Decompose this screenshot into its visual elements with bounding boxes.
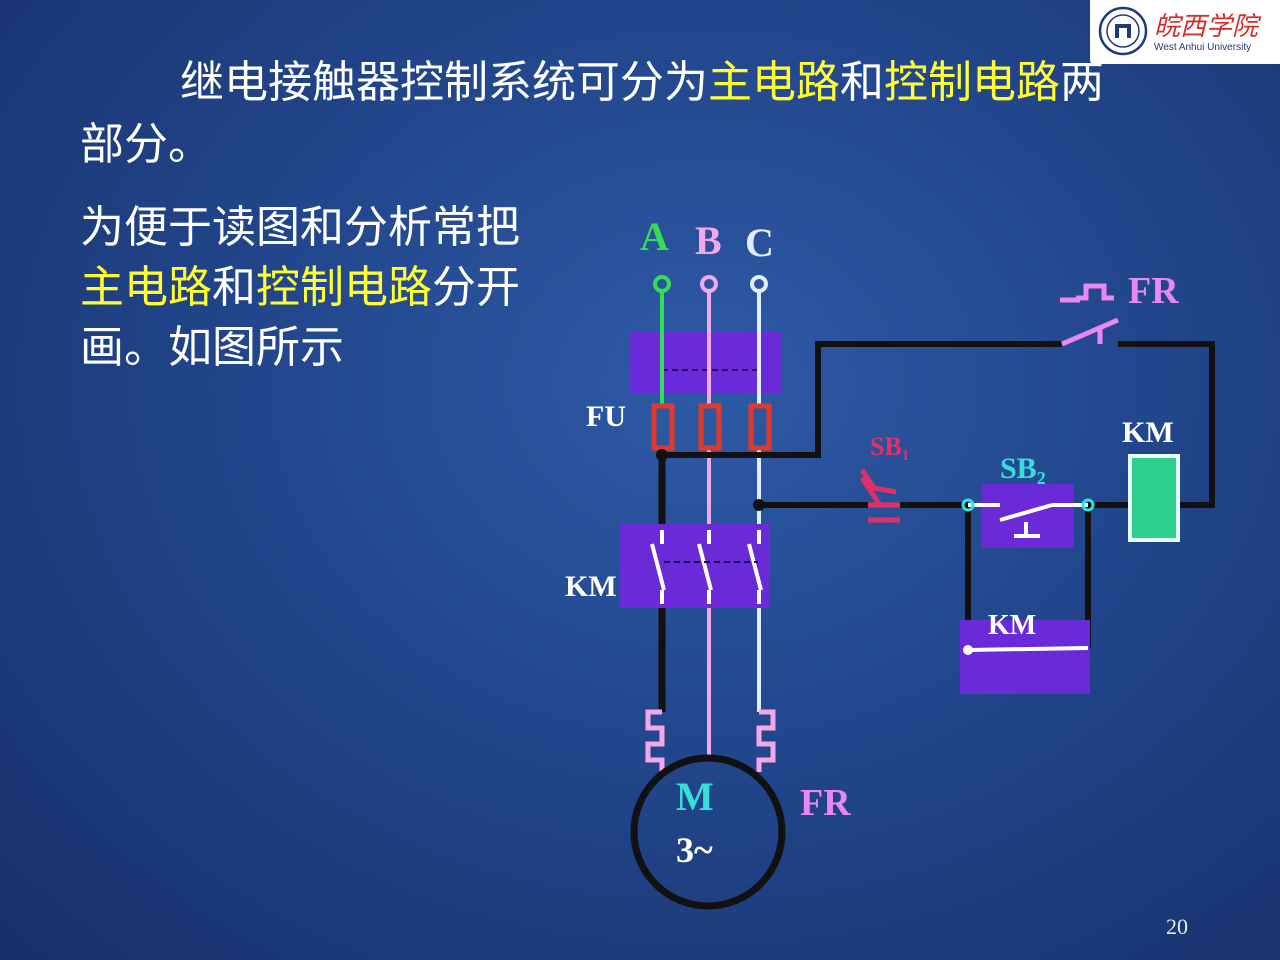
motor-icon xyxy=(630,754,786,910)
start-button-label: SB₂ xyxy=(1000,452,1046,485)
stop-button-label: SB₁ xyxy=(870,432,910,461)
fuse-label: FU xyxy=(586,400,626,433)
start-button-block xyxy=(982,484,1074,548)
para-highlight-control-circuit: 控制电路 xyxy=(256,262,432,313)
para-highlight-main-circuit: 主电路 xyxy=(80,262,212,313)
headline-text-1: 继电接触器控制系统可分为 xyxy=(180,57,708,108)
terminal-b xyxy=(700,275,718,293)
km-main-contacts-block xyxy=(620,524,770,608)
overload-heater-icon xyxy=(645,709,776,772)
headline-text-3: 两部分。 xyxy=(80,57,1104,170)
junction-dot-a xyxy=(656,449,668,461)
headline: 继电接触器控制系统可分为主电路和控制电路两部分。 xyxy=(80,52,1140,176)
terminal-c xyxy=(750,275,768,293)
logo-chinese-name: 皖西学院 xyxy=(1154,12,1259,42)
overload-contact-label: FR xyxy=(1128,270,1179,312)
page-number: 20 xyxy=(1166,914,1188,939)
logo-english-name: West Anhui University xyxy=(1154,42,1252,53)
fuse-b-icon xyxy=(698,403,722,451)
university-seal-icon xyxy=(1098,6,1148,56)
fuse-c-icon xyxy=(748,403,772,451)
motor-symbol: M xyxy=(676,774,714,819)
km-aux-contact-block xyxy=(960,620,1090,694)
explanation-paragraph: 为便于读图和分析常把主电路和控制电路分开画。如图所示 xyxy=(80,198,550,378)
km-aux-contact-label: KM xyxy=(988,610,1036,641)
para-text-2: 和 xyxy=(212,262,256,313)
disconnect-switch-block xyxy=(630,332,782,394)
overload-heater-label: FR xyxy=(800,782,851,824)
para-text-3: 分开画。如图所示 xyxy=(80,262,520,373)
terminal-a xyxy=(653,275,671,293)
phase-b-label: B xyxy=(695,218,722,263)
motor-phase-label: 3~ xyxy=(676,830,713,870)
junction-dot-c xyxy=(753,499,765,511)
headline-highlight-control-circuit: 控制电路 xyxy=(884,57,1060,108)
km-coil-icon xyxy=(1128,454,1180,542)
km-aux-terminal xyxy=(963,645,973,655)
para-text-1: 为便于读图和分析常把 xyxy=(80,202,520,253)
km-main-contacts xyxy=(650,530,763,604)
phase-c-label: C xyxy=(745,220,774,265)
km-coil-label: KM xyxy=(1122,416,1174,449)
fuse-a-icon xyxy=(651,403,675,451)
headline-text-2: 和 xyxy=(840,57,884,108)
headline-highlight-main-circuit: 主电路 xyxy=(708,57,840,108)
start-button-terminal-left xyxy=(961,498,975,512)
km-aux-contact-icon xyxy=(967,646,1089,652)
phase-a-label: A xyxy=(640,214,669,259)
km-main-label: KM xyxy=(565,570,617,603)
university-logo: 皖西学院 West Anhui University xyxy=(1090,0,1280,64)
start-button-terminal-right xyxy=(1081,498,1095,512)
overload-contact-icon xyxy=(1060,283,1119,347)
stop-button-icon xyxy=(859,468,900,523)
